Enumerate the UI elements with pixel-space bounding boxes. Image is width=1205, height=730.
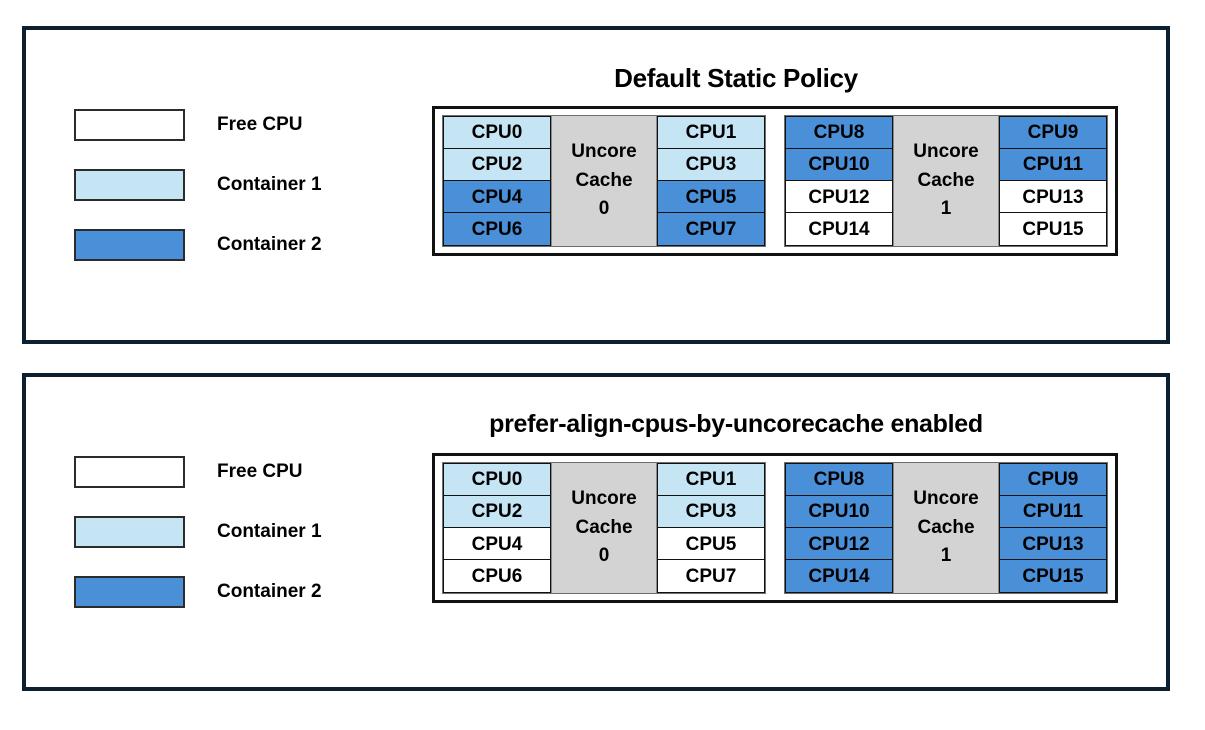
uncore-cache-block: Uncore Cache 0 — [551, 116, 657, 246]
cache-group-1: CPU8 CPU10 CPU12 CPU14 Uncore Cache 1 CP… — [784, 115, 1108, 247]
cpu-cell[interactable]: CPU3 — [657, 495, 765, 529]
cpu-cell[interactable]: CPU8 — [785, 463, 893, 497]
legend-item-container-2: Container 2 — [74, 229, 374, 261]
cpu-cell[interactable]: CPU14 — [785, 559, 893, 593]
cpu-cell[interactable]: CPU12 — [785, 527, 893, 561]
legend-item-container-1: Container 1 — [74, 169, 374, 201]
cpu-cell[interactable]: CPU14 — [785, 212, 893, 246]
cpu-column-left: CPU8 CPU10 CPU12 CPU14 — [785, 463, 893, 593]
legend-label-container-1: Container 1 — [217, 521, 322, 542]
cpu-cell[interactable]: CPU8 — [785, 116, 893, 150]
uncore-cache-line-1: Uncore — [913, 141, 979, 163]
cpu-cell[interactable]: CPU9 — [999, 463, 1107, 497]
cpu-cell[interactable]: CPU0 — [443, 463, 551, 497]
cpu-cell[interactable]: CPU10 — [785, 495, 893, 529]
legend-label-container-2: Container 2 — [217, 581, 322, 602]
cpu-cell[interactable]: CPU7 — [657, 559, 765, 593]
uncore-cache-line-1: Uncore — [571, 488, 637, 510]
cpu-cell[interactable]: CPU2 — [443, 495, 551, 529]
legend-swatch-free-cpu — [74, 456, 185, 488]
cpu-cell[interactable]: CPU6 — [443, 212, 551, 246]
cpu-column-right: CPU1 CPU3 CPU5 CPU7 — [657, 116, 765, 246]
cache-group-1: CPU8 CPU10 CPU12 CPU14 Uncore Cache 1 CP… — [784, 462, 1108, 594]
legend: Free CPU Container 1 Container 2 — [74, 456, 374, 636]
legend-swatch-container-2 — [74, 229, 185, 261]
page-title: prefer-align-cpus-by-uncorecache enabled — [489, 410, 983, 438]
cpu-cell[interactable]: CPU6 — [443, 559, 551, 593]
cpu-cell[interactable]: CPU0 — [443, 116, 551, 150]
legend: Free CPU Container 1 Container 2 — [74, 109, 374, 289]
legend-item-free-cpu: Free CPU — [74, 109, 374, 141]
cpu-cell[interactable]: CPU10 — [785, 148, 893, 182]
cpu-cell[interactable]: CPU3 — [657, 148, 765, 182]
cpu-cell[interactable]: CPU4 — [443, 180, 551, 214]
legend-label-container-1: Container 1 — [217, 174, 322, 195]
legend-swatch-container-1 — [74, 169, 185, 201]
cache-group-0: CPU0 CPU2 CPU4 CPU6 Uncore Cache 0 CPU1 … — [442, 115, 766, 247]
uncore-cache-block: Uncore Cache 1 — [893, 463, 999, 593]
cpu-cell[interactable]: CPU5 — [657, 527, 765, 561]
legend-label-container-2: Container 2 — [217, 234, 322, 255]
cpu-cell[interactable]: CPU2 — [443, 148, 551, 182]
cpu-column-left: CPU0 CPU2 CPU4 CPU6 — [443, 116, 551, 246]
uncore-cache-index: 1 — [940, 198, 952, 220]
uncore-cache-block: Uncore Cache 1 — [893, 116, 999, 246]
cpu-cell[interactable]: CPU9 — [999, 116, 1107, 150]
cpu-column-right: CPU9 CPU11 CPU13 CPU15 — [999, 463, 1107, 593]
cpu-cell[interactable]: CPU11 — [999, 148, 1107, 182]
panel-prefer-align-cpus-by-uncorecache: prefer-align-cpus-by-uncorecache enabled… — [22, 373, 1170, 691]
cpu-cell[interactable]: CPU1 — [657, 116, 765, 150]
cpu-column-right: CPU9 CPU11 CPU13 CPU15 — [999, 116, 1107, 246]
cpu-cell[interactable]: CPU13 — [999, 527, 1107, 561]
legend-swatch-container-2 — [74, 576, 185, 608]
uncore-cache-line-1: Uncore — [913, 488, 979, 510]
uncore-cache-line-2: Cache — [575, 516, 633, 538]
legend-item-container-1: Container 1 — [74, 516, 374, 548]
cpu-cell[interactable]: CPU1 — [657, 463, 765, 497]
cache-group-0: CPU0 CPU2 CPU4 CPU6 Uncore Cache 0 CPU1 … — [442, 462, 766, 594]
legend-label-free-cpu: Free CPU — [217, 461, 303, 482]
cpu-cell[interactable]: CPU13 — [999, 180, 1107, 214]
uncore-cache-line-1: Uncore — [571, 141, 637, 163]
cpu-cell[interactable]: CPU5 — [657, 180, 765, 214]
cpu-column-left: CPU8 CPU10 CPU12 CPU14 — [785, 116, 893, 246]
cpu-column-right: CPU1 CPU3 CPU5 CPU7 — [657, 463, 765, 593]
uncore-cache-index: 0 — [598, 198, 610, 220]
uncore-cache-block: Uncore Cache 0 — [551, 463, 657, 593]
uncore-cache-line-2: Cache — [917, 516, 975, 538]
cpu-topology-grid: CPU0 CPU2 CPU4 CPU6 Uncore Cache 0 CPU1 … — [432, 453, 1118, 603]
legend-swatch-container-1 — [74, 516, 185, 548]
legend-swatch-free-cpu — [74, 109, 185, 141]
cpu-column-left: CPU0 CPU2 CPU4 CPU6 — [443, 463, 551, 593]
uncore-cache-index: 0 — [598, 545, 610, 567]
cpu-cell[interactable]: CPU15 — [999, 212, 1107, 246]
uncore-cache-line-2: Cache — [575, 169, 633, 191]
legend-item-free-cpu: Free CPU — [74, 456, 374, 488]
legend-label-free-cpu: Free CPU — [217, 114, 303, 135]
uncore-cache-line-2: Cache — [917, 169, 975, 191]
cpu-cell[interactable]: CPU7 — [657, 212, 765, 246]
cpu-cell[interactable]: CPU12 — [785, 180, 893, 214]
cpu-cell[interactable]: CPU4 — [443, 527, 551, 561]
cpu-cell[interactable]: CPU11 — [999, 495, 1107, 529]
page-title: Default Static Policy — [614, 63, 858, 93]
panel-default-static-policy: Default Static Policy Free CPU Container… — [22, 26, 1170, 344]
legend-item-container-2: Container 2 — [74, 576, 374, 608]
cpu-cell[interactable]: CPU15 — [999, 559, 1107, 593]
uncore-cache-index: 1 — [940, 545, 952, 567]
cpu-topology-grid: CPU0 CPU2 CPU4 CPU6 Uncore Cache 0 CPU1 … — [432, 106, 1118, 256]
